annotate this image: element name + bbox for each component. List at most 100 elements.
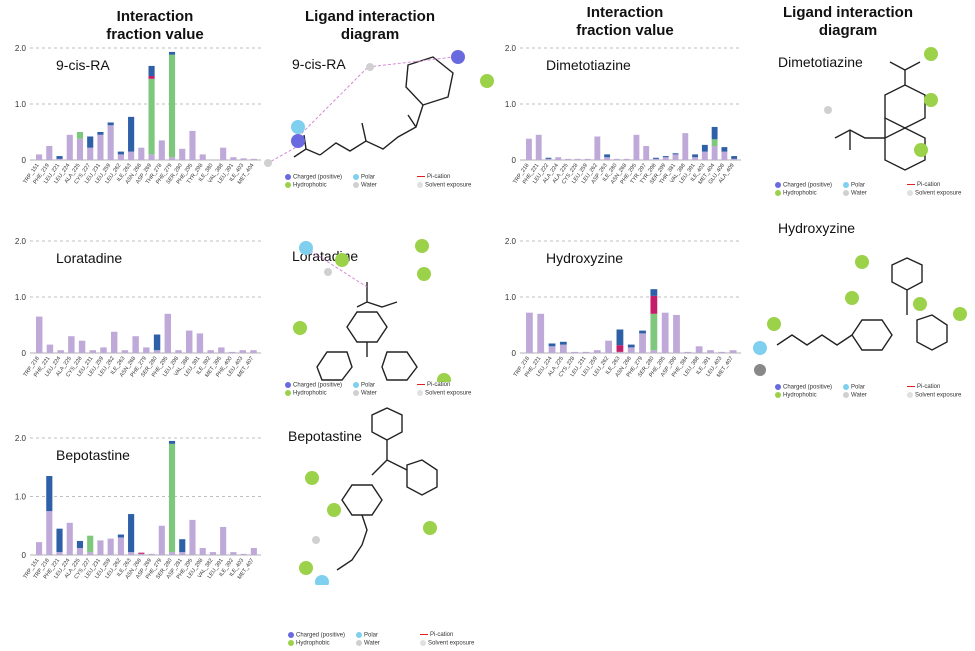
bar-hydrophobic bbox=[672, 154, 679, 160]
bar-hydrophobic bbox=[117, 537, 124, 555]
residue-water bbox=[824, 106, 832, 114]
legend-pication: Pi-cation bbox=[917, 384, 941, 390]
header-ligand-diagram-right: Ligand interaction diagram bbox=[778, 4, 918, 40]
legend-9-cis-ra: Charged (positive) Hydrophobic Polar Wat… bbox=[285, 174, 485, 194]
header-text: Interaction fraction value bbox=[576, 4, 674, 39]
bar-hydrophobic bbox=[46, 511, 53, 555]
residue-water bbox=[312, 536, 320, 544]
bar-hydrophobic bbox=[653, 158, 659, 160]
bar-hbond bbox=[168, 443, 176, 553]
bar-hydrophobic bbox=[526, 312, 533, 353]
legend-loratadine: Charged (positive) Hydrophobic Polar Wat… bbox=[285, 382, 485, 402]
y-tick-label: 2.0 bbox=[15, 434, 27, 443]
diagram-title-bepotastine: Bepotastine bbox=[288, 428, 362, 444]
hydrophobic-icon bbox=[775, 190, 781, 196]
chart-hydroxyzine: 01.02.0HydroxyzineTRP_218PHE_221LEU_224A… bbox=[505, 237, 741, 379]
bar-hydrophobic bbox=[56, 158, 63, 160]
bar-hydrophobic bbox=[240, 158, 247, 160]
legend-hydrophobic: Hydrophobic bbox=[783, 392, 817, 399]
bar-hydrophobic bbox=[179, 552, 186, 555]
bar-water_bridge bbox=[97, 132, 104, 135]
legend-hydrophobic: Hydrophobic bbox=[293, 390, 327, 397]
bar-water_bridge bbox=[168, 440, 176, 444]
water-icon bbox=[353, 182, 359, 188]
bar-hydrophobic bbox=[718, 351, 726, 353]
bar-hydrophobic bbox=[66, 522, 73, 555]
y-tick-label: 2.0 bbox=[505, 237, 517, 246]
bar-hydrophobic bbox=[36, 542, 43, 555]
bar-hydrophobic bbox=[199, 547, 206, 555]
bar-hydrophobic bbox=[76, 547, 84, 555]
ligand-diagram-loratadine bbox=[293, 239, 451, 382]
charged-icon bbox=[775, 182, 781, 188]
bar-hydrophobic bbox=[250, 158, 257, 160]
legend-water: Water bbox=[851, 392, 867, 399]
bar-hydrophobic bbox=[537, 313, 545, 353]
chart-title: Dimetotiazine bbox=[546, 57, 631, 73]
bar-hydrophobic bbox=[721, 151, 728, 160]
header-interaction-fraction-right: Interaction fraction value bbox=[560, 4, 690, 40]
bar-hydrophobic bbox=[207, 350, 214, 353]
bar-hydrophobic bbox=[565, 158, 571, 160]
charged-icon bbox=[285, 174, 291, 180]
bar-water_bridge bbox=[56, 528, 63, 553]
bar-hydrophobic bbox=[97, 134, 104, 160]
bar-hydrophobic bbox=[132, 336, 139, 353]
bar-hydrophobic bbox=[89, 350, 96, 353]
charged-icon bbox=[285, 382, 291, 388]
chart-dimetotiazine: 01.02.0DimetotiazineTRP_218PHE_221LEU_22… bbox=[505, 44, 741, 186]
bar-water_bridge bbox=[650, 289, 658, 296]
residue-water bbox=[324, 268, 332, 276]
legend-pication: Pi-cation bbox=[917, 182, 941, 188]
bar-hydrophobic bbox=[164, 313, 171, 353]
bar-water_bridge bbox=[559, 341, 567, 345]
bar-water_bridge bbox=[604, 154, 611, 158]
bar-hydrophobic bbox=[701, 151, 708, 160]
legend-polar: Polar bbox=[361, 382, 376, 389]
bar-ionic bbox=[148, 76, 155, 79]
bar-hydrophobic bbox=[128, 151, 135, 160]
bar-hydrophobic bbox=[633, 134, 640, 160]
ring bbox=[293, 56, 454, 158]
bar-hydrophobic bbox=[684, 351, 692, 353]
legend-pication: Pi-cation bbox=[427, 382, 451, 388]
legend-charged: Charged (positive) bbox=[293, 382, 343, 389]
y-tick-label: 0 bbox=[512, 349, 517, 358]
bar-hydrophobic bbox=[594, 136, 601, 160]
bar-water_bridge bbox=[731, 156, 738, 159]
bar-hydrophobic bbox=[76, 138, 84, 160]
bar-hydrophobic bbox=[196, 333, 204, 353]
bar-water_bridge bbox=[662, 156, 669, 158]
residue-polar bbox=[291, 120, 305, 134]
legend-bepotastine: Charged (positive) Hydrophobic Polar Wat… bbox=[288, 632, 488, 650]
y-tick-label: 1.0 bbox=[505, 293, 517, 302]
bar-hydrophobic bbox=[78, 340, 86, 353]
bar-water_bridge bbox=[76, 540, 84, 548]
bar-hydrophobic bbox=[593, 350, 601, 353]
residue-water bbox=[366, 63, 374, 71]
polar-icon bbox=[843, 182, 849, 188]
bar-hydrophobic bbox=[68, 336, 75, 353]
residue-hydrophobic bbox=[415, 239, 429, 253]
bar-hydrophobic bbox=[707, 350, 714, 353]
charged-icon bbox=[288, 632, 294, 638]
solvent-icon bbox=[417, 390, 423, 396]
chart-title: 9-cis-RA bbox=[56, 57, 110, 73]
bar-hbond bbox=[711, 139, 718, 146]
bar-hydrophobic bbox=[220, 526, 227, 555]
residue-polar bbox=[299, 241, 313, 255]
bar-hydrophobic bbox=[189, 130, 196, 160]
water-icon bbox=[843, 190, 849, 196]
legend-charged: Charged (positive) bbox=[783, 384, 833, 391]
pi-cation-icon bbox=[907, 385, 915, 387]
bar-hydrophobic bbox=[128, 552, 135, 555]
residue-hydrophobic bbox=[299, 561, 313, 575]
chart-loratadine: 01.02.0LoratadineTRP_218PHE_221LEU_224AL… bbox=[15, 237, 261, 379]
legend-hydrophobic: Hydrophobic bbox=[296, 640, 330, 647]
bar-hydrophobic bbox=[143, 347, 150, 353]
y-tick-label: 0 bbox=[512, 156, 517, 165]
y-tick-label: 0 bbox=[22, 156, 27, 165]
legend-solvent: Solvent exposure bbox=[425, 390, 472, 397]
bar-hydrophobic bbox=[57, 350, 64, 353]
bar-water_bridge bbox=[721, 147, 728, 152]
